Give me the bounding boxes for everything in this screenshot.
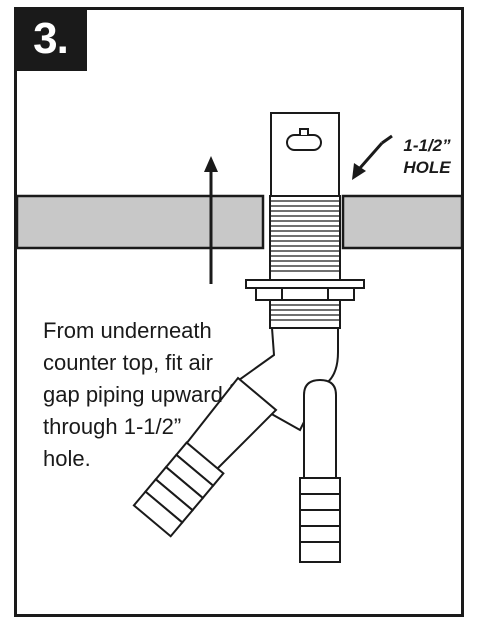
air-gap-fitting [132, 112, 365, 563]
hole-size-text: 1-1/2” [403, 136, 451, 155]
threads [270, 200, 340, 272]
instruction-line: through 1-1/2” [43, 414, 182, 439]
step-number-badge: 3. [14, 7, 87, 71]
cap-slot [286, 134, 322, 151]
instruction-text: From underneath counter top, fit air gap… [43, 315, 253, 475]
upward-arrow [204, 156, 218, 284]
hole-callout-arrow [352, 134, 393, 180]
fitting-cap [270, 112, 340, 197]
diagram-frame [14, 7, 464, 617]
right-hose-barb [299, 477, 341, 563]
right-branch [303, 378, 337, 479]
counter-top-left [15, 194, 265, 250]
instruction-line: From underneath [43, 318, 212, 343]
hole-callout-label: 1-1/2” HOLE [392, 135, 462, 179]
hole-word-text: HOLE [403, 158, 451, 177]
instruction-line: counter top, fit air [43, 350, 213, 375]
instruction-line: gap piping upward [43, 382, 223, 407]
counter-top-right [341, 194, 464, 250]
threaded-body [269, 195, 341, 281]
mounting-washer [245, 279, 365, 289]
instruction-line: hole. [43, 446, 91, 471]
lower-threads [269, 299, 341, 329]
mounting-nut [255, 287, 355, 301]
left-hose-barb [132, 441, 225, 538]
